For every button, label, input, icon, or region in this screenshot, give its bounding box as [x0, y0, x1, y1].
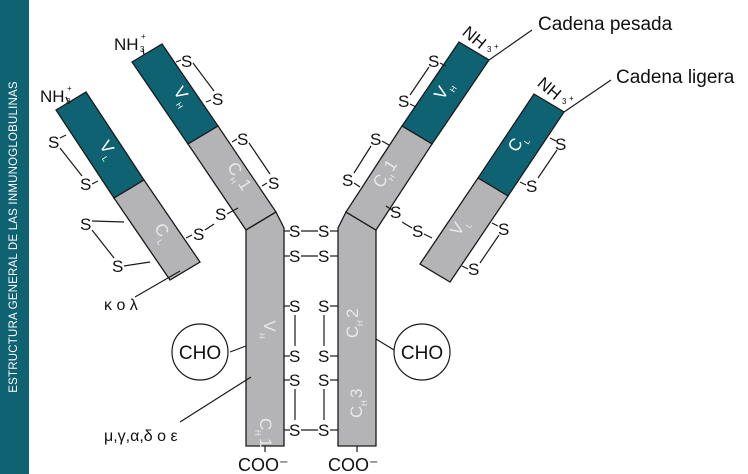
svg-text:3: 3 — [487, 45, 492, 54]
sulfur-atom: S — [398, 92, 409, 111]
svg-text:H: H — [387, 173, 398, 183]
svg-text:+: + — [494, 42, 499, 51]
left-cterm: COO⁻ — [238, 455, 289, 474]
right-cterm: COO⁻ — [328, 455, 379, 474]
svg-text:+: + — [569, 94, 574, 103]
sulfur-atom: S — [428, 52, 439, 71]
sulfur-atom: S — [48, 133, 59, 152]
right-heavy-arm: V H C H 1 NH 3 + Cadena pesada S S S S S… — [342, 14, 673, 241]
sulfur-atom: S — [289, 421, 300, 440]
sulfur-atom: S — [412, 222, 423, 241]
svg-text:H: H — [360, 400, 369, 406]
right-carbohydrate-label: CHO — [401, 343, 443, 364]
sulfur-atom: S — [318, 247, 329, 266]
svg-text:C: C — [256, 418, 275, 430]
light-chain-label: Cadena ligera — [616, 67, 735, 88]
left-heavy-stem: V H C H 1 COO⁻ CHO μ,γ,α,δ o ε — [104, 211, 289, 474]
sulfur-atom: S — [289, 247, 300, 266]
sidebar-band: ESTRUCTURA GENERAL DE LAS INMUNOGLOBULIN… — [0, 0, 29, 474]
sulfur-atom: S — [318, 371, 329, 390]
svg-text:C: C — [347, 406, 366, 418]
sulfur-atom: S — [80, 175, 91, 194]
svg-text:V: V — [260, 320, 279, 332]
left-light-constant-domain — [113, 179, 201, 281]
sulfur-atom: S — [318, 347, 329, 366]
left-light-constant-sub: L — [155, 238, 165, 247]
sulfur-atom: S — [318, 421, 329, 440]
svg-text:H: H — [448, 84, 459, 94]
sulfur-atom: S — [390, 203, 401, 222]
left-light-nterm: NH — [40, 87, 65, 106]
svg-text:H: H — [356, 320, 365, 326]
svg-text:3: 3 — [562, 97, 567, 106]
sulfur-atom: S — [212, 90, 223, 109]
svg-text:2: 2 — [343, 309, 362, 318]
right-heavy-ch1-domain — [345, 125, 433, 231]
sulfur-atom: S — [289, 347, 300, 366]
svg-text:+: + — [67, 84, 72, 93]
svg-text:3: 3 — [347, 389, 366, 398]
light-chain-types-label: κ o λ — [104, 297, 138, 314]
sulfur-atom: S — [370, 130, 381, 149]
sulfur-atom: S — [468, 260, 479, 279]
left-heavy-nterm: NH — [114, 35, 139, 54]
svg-text:H: H — [174, 101, 185, 111]
left-light-chain: V L C L NH 3 + S S S S κ o λ — [40, 84, 201, 314]
right-stem-domain — [337, 211, 377, 447]
sulfur-atom: S — [268, 174, 279, 193]
sulfur-atom: S — [318, 222, 329, 241]
right-light-chain: C L V L NH 3 + Cadena ligera S S S S — [419, 67, 735, 283]
sulfur-atom: S — [498, 220, 509, 239]
heavy-chain-label: Cadena pesada — [538, 14, 673, 35]
sulfur-atom: S — [555, 135, 566, 154]
sulfur-atom: S — [112, 257, 123, 276]
heavy-chain-types-label: μ,γ,α,δ o ε — [104, 428, 178, 445]
sulfur-atom: S — [289, 222, 300, 241]
sulfur-atom: S — [237, 130, 248, 149]
right-carbohydrate-circle — [393, 323, 451, 381]
svg-text:H: H — [227, 176, 238, 186]
sulfur-atom: S — [526, 177, 537, 196]
svg-text:3: 3 — [66, 97, 71, 106]
svg-text:L: L — [522, 137, 532, 146]
svg-text:L: L — [464, 221, 474, 230]
left-heavy-arm: V H C H 1 NH 3 + S S S S S S — [114, 32, 279, 244]
sulfur-atom: S — [181, 52, 192, 71]
svg-text:3: 3 — [140, 45, 145, 54]
left-carbohydrate-circle — [171, 323, 229, 381]
sulfur-atom: S — [289, 297, 300, 316]
sulfur-atom: S — [80, 215, 91, 234]
svg-text:+: + — [141, 32, 146, 41]
right-light-variable-grey-domain — [419, 177, 509, 283]
svg-text:1: 1 — [256, 438, 275, 447]
sulfur-atom: S — [318, 297, 329, 316]
sulfur-atom: S — [193, 225, 204, 244]
right-heavy-stem: C H 2 C H 3 COO⁻ CHO — [328, 211, 451, 474]
sulfur-atom: S — [289, 371, 300, 390]
svg-text:C: C — [343, 326, 362, 338]
hinge-disulfides: S S S S S S S S S S S S — [284, 222, 338, 440]
sulfur-atom: S — [342, 171, 353, 190]
sulfur-atom: S — [215, 205, 226, 224]
svg-text:H: H — [257, 333, 266, 339]
left-light-variable-sub: L — [100, 155, 110, 164]
left-carbohydrate-label: CHO — [179, 343, 221, 364]
svg-text:H: H — [253, 430, 262, 436]
